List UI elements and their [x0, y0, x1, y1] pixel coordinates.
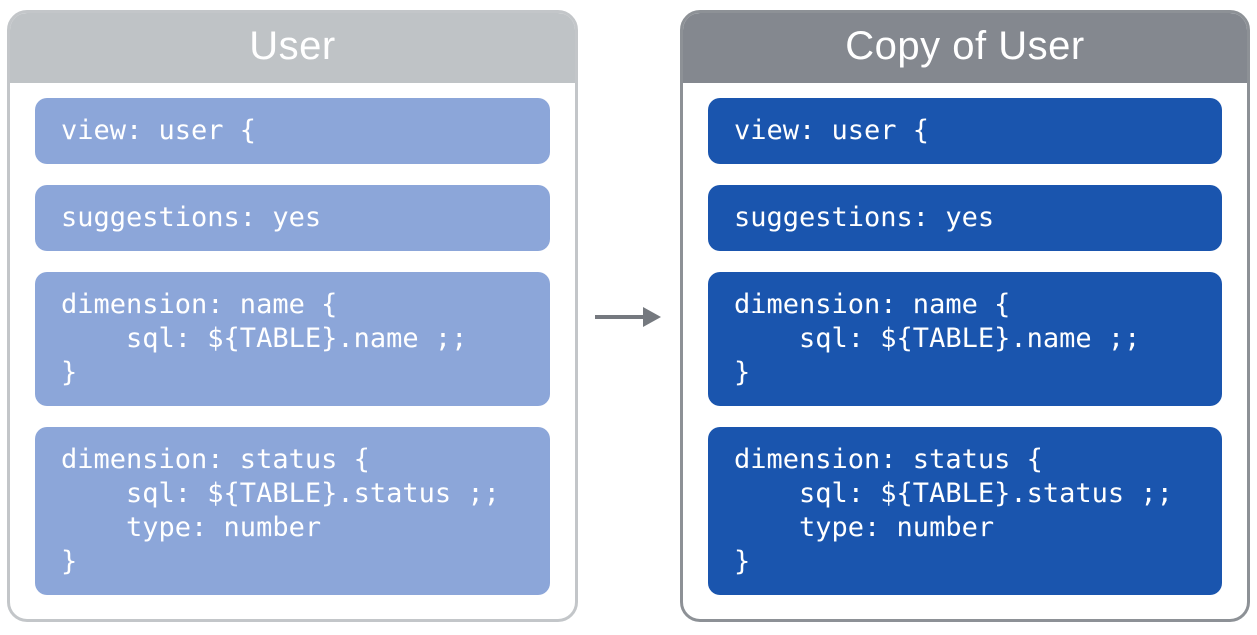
copy-of-user-panel-header: Copy of User [683, 13, 1247, 83]
user-panel: User view: user { suggestions: yes dimen… [7, 10, 578, 622]
copy-of-user-panel-title: Copy of User [845, 24, 1085, 68]
user-panel-title: User [249, 24, 336, 68]
copy-of-user-panel-body: view: user { suggestions: yes dimension:… [683, 83, 1247, 607]
code-block-dimension-status: dimension: status { sql: ${TABLE}.status… [35, 427, 550, 595]
user-panel-header: User [10, 13, 575, 83]
code-block-dimension-name: dimension: name { sql: ${TABLE}.name ;; … [35, 272, 550, 406]
code-block-view-copy: view: user { [708, 98, 1222, 164]
code-block-view: view: user { [35, 98, 550, 164]
code-block-suggestions-copy: suggestions: yes [708, 185, 1222, 251]
code-block-dimension-status-copy: dimension: status { sql: ${TABLE}.status… [708, 427, 1222, 595]
copy-of-user-panel: Copy of User view: user { suggestions: y… [680, 10, 1250, 622]
right-arrow-icon [595, 307, 661, 327]
user-panel-body: view: user { suggestions: yes dimension:… [10, 83, 575, 607]
code-block-dimension-name-copy: dimension: name { sql: ${TABLE}.name ;; … [708, 272, 1222, 406]
code-block-suggestions: suggestions: yes [35, 185, 550, 251]
